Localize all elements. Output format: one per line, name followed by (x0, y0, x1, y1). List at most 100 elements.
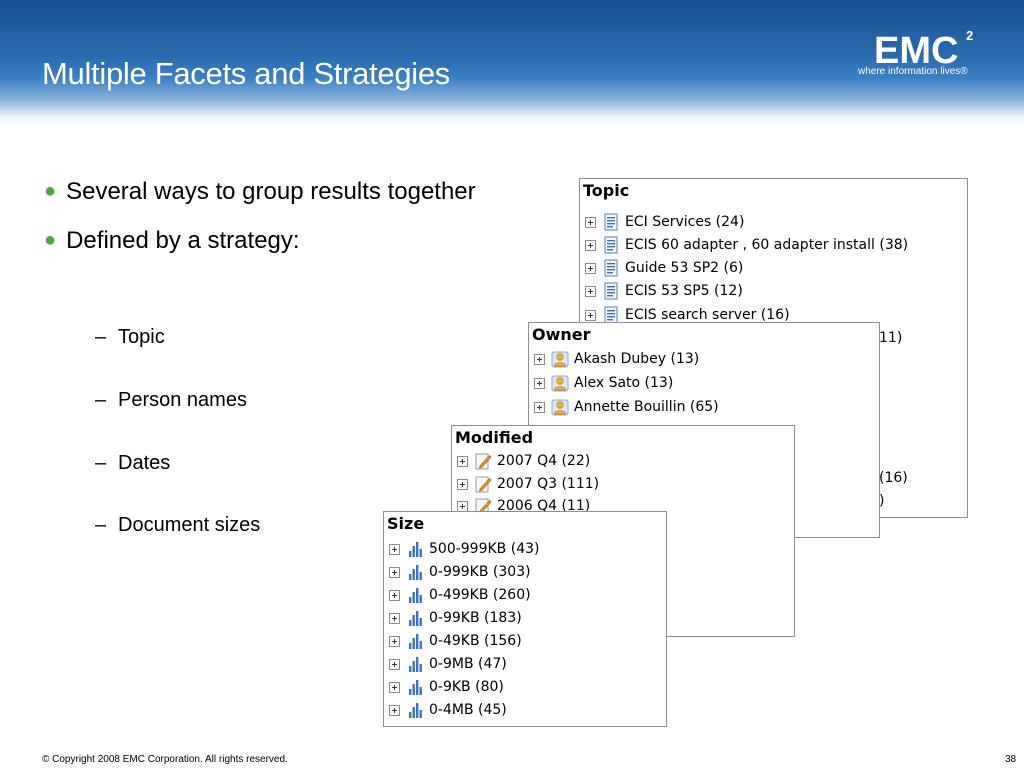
logo-text: EMC (874, 30, 959, 72)
facet-row[interactable]: 0-999KB (303) (389, 562, 531, 582)
document-list-icon (604, 236, 618, 254)
facet-row[interactable]: 2007 Q3 (111) (457, 474, 599, 494)
bullet-text: Several ways to group results together (66, 178, 476, 205)
facet-label: ECIS 53 SP5 (12) (625, 283, 743, 299)
slide-title: Multiple Facets and Strategies (42, 56, 450, 91)
bar-chart-icon (409, 634, 422, 649)
expand-plus-icon[interactable] (585, 285, 596, 297)
facet-row[interactable]: Akash Dubey (13) (534, 349, 699, 369)
sub-bullet-item: –Topic (95, 326, 165, 349)
expand-plus-icon[interactable] (457, 478, 468, 490)
facet-label: 2007 Q3 (111) (497, 476, 600, 492)
document-list-icon (604, 213, 618, 231)
facet-row[interactable]: 0-499KB (260) (389, 585, 531, 605)
facet-row[interactable]: Guide 53 SP2 (6) (585, 258, 743, 278)
expand-plus-icon[interactable] (585, 262, 596, 274)
person-icon (551, 399, 569, 416)
page-number: 38 (1005, 754, 1017, 765)
expand-plus-icon[interactable] (585, 309, 596, 321)
facet-label: ECI Services (24) (625, 214, 745, 230)
copyright-footer: © Copyright 2008 EMC Corporation. All ri… (42, 754, 288, 765)
facet-label: Annette Bouillin (65) (574, 399, 719, 415)
expand-plus-icon[interactable] (457, 500, 468, 512)
size-facet-panel: Size 500-999KB (43) 0-999KB (303) 0-499K… (383, 511, 667, 727)
edit-document-icon (475, 453, 492, 470)
sub-bullet-text: Person names (118, 389, 247, 411)
facet-row[interactable]: 0-4MB (45) (389, 700, 507, 720)
facet-row[interactable]: 0-9KB (80) (389, 677, 504, 697)
document-list-icon (604, 259, 618, 277)
expand-plus-icon[interactable] (389, 635, 400, 647)
bar-chart-icon (409, 657, 422, 672)
facet-label: 0-99KB (183) (429, 610, 522, 626)
bar-chart-icon (409, 565, 422, 580)
facet-label: ECIS 60 adapter , 60 adapter install (38… (625, 237, 909, 253)
bar-chart-icon (409, 703, 422, 718)
person-icon (551, 351, 569, 368)
panel-title: Modified (455, 428, 534, 447)
person-icon (551, 375, 569, 392)
facet-row[interactable]: 500-999KB (43) (389, 539, 539, 559)
facet-label: Guide 53 SP2 (6) (625, 260, 744, 276)
bullet-item: ● Defined by a strategy: (44, 227, 300, 255)
facet-label-fragment: 11) (879, 330, 903, 346)
bullet-dot-icon: ● (44, 229, 57, 251)
facet-row[interactable]: ECI Services (24) (585, 212, 744, 232)
edit-document-icon (475, 476, 492, 493)
logo-tagline: where information lives® (858, 66, 968, 77)
facet-label: ECIS search server (16) (625, 307, 790, 323)
sub-bullet-text: Dates (118, 452, 171, 474)
facet-label: 0-999KB (303) (429, 564, 531, 580)
expand-plus-icon[interactable] (585, 239, 596, 251)
expand-plus-icon[interactable] (534, 377, 545, 389)
facet-row[interactable]: ECIS search server (16) (585, 305, 790, 325)
facet-label: 2007 Q4 (22) (497, 453, 591, 469)
document-list-icon (604, 282, 618, 300)
facet-label-fragment: (16) (879, 470, 908, 486)
dash-icon: – (95, 452, 107, 474)
expand-plus-icon[interactable] (389, 612, 400, 624)
facet-row[interactable]: 0-49KB (156) (389, 631, 522, 651)
facet-row[interactable]: ECIS 60 adapter , 60 adapter install (38… (585, 235, 908, 255)
logo-superscript: 2 (966, 28, 974, 43)
expand-plus-icon[interactable] (389, 566, 400, 578)
expand-plus-icon[interactable] (534, 401, 545, 413)
facet-label: 0-4MB (45) (429, 702, 507, 718)
bar-chart-icon (409, 680, 422, 695)
facet-label: 0-9KB (80) (429, 679, 504, 695)
sub-bullet-item: –Person names (95, 389, 247, 412)
facet-label: 0-49KB (156) (429, 633, 522, 649)
panel-title: Size (387, 514, 425, 533)
panel-title: Owner (532, 325, 591, 344)
expand-plus-icon[interactable] (389, 681, 400, 693)
facet-row[interactable]: Annette Bouillin (65) (534, 397, 719, 417)
sub-bullet-item: –Document sizes (95, 514, 260, 537)
facet-row[interactable]: Alex Sato (13) (534, 373, 673, 393)
facet-label: 0-499KB (260) (429, 587, 531, 603)
facet-label: 500-999KB (43) (429, 541, 540, 557)
expand-plus-icon[interactable] (534, 353, 545, 365)
bullet-dot-icon: ● (44, 180, 57, 202)
bar-chart-icon (409, 542, 422, 557)
facet-row[interactable]: 0-9MB (47) (389, 654, 507, 674)
facet-row[interactable]: ECIS 53 SP5 (12) (585, 281, 743, 301)
slide-header: Multiple Facets and Strategies EMC 2 whe… (0, 0, 1024, 126)
expand-plus-icon[interactable] (389, 543, 400, 555)
facet-row[interactable]: 2007 Q4 (22) (457, 451, 590, 471)
bullet-item: ● Several ways to group results together (44, 178, 476, 206)
dash-icon: – (95, 514, 107, 536)
facet-label-fragment: ) (879, 493, 885, 509)
facet-row[interactable]: 0-99KB (183) (389, 608, 522, 628)
expand-plus-icon[interactable] (389, 589, 400, 601)
dash-icon: – (95, 326, 107, 348)
expand-plus-icon[interactable] (457, 455, 468, 467)
sub-bullet-text: Document sizes (118, 514, 261, 536)
emc-logo: EMC 2 where information lives® (858, 28, 988, 82)
bullet-text: Defined by a strategy: (66, 227, 300, 254)
expand-plus-icon[interactable] (389, 658, 400, 670)
sub-bullet-text: Topic (118, 326, 165, 348)
expand-plus-icon[interactable] (585, 216, 596, 228)
bar-chart-icon (409, 588, 422, 603)
facet-label: 2006 Q4 (11) (497, 498, 591, 514)
expand-plus-icon[interactable] (389, 704, 400, 716)
